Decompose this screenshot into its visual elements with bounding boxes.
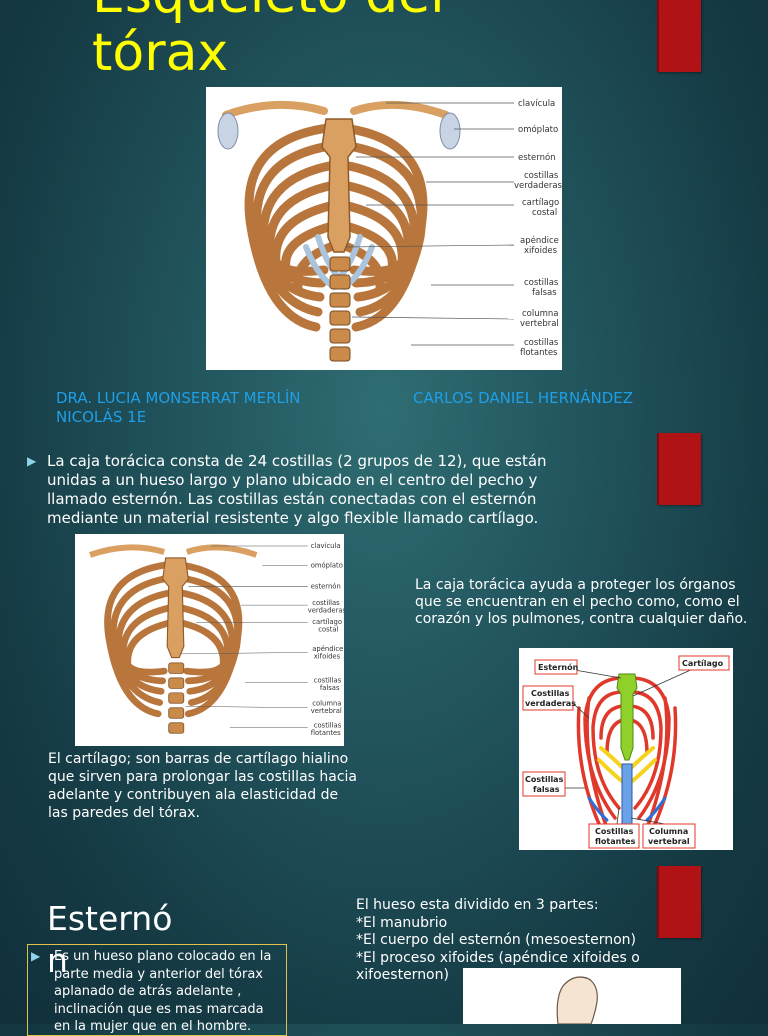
ribcage-description: La caja torácica consta de 24 costillas … (47, 452, 547, 527)
colored-ribcage-svg: Esternón Cartílago Costillas verdaderas … (522, 655, 730, 849)
label-verdaderas-colored-2: verdaderas (525, 699, 576, 708)
sternum-part-3: *El proceso xifoides (apéndice xifoides … (356, 949, 640, 984)
rib-cage-figure-main: clavícula omóplato esternón costillas ve… (206, 87, 562, 370)
svg-text:flotantes: flotantes (311, 729, 341, 737)
author-1-line2: NICOLÁS 1E (56, 408, 147, 426)
sternum-heading-line1: Esternó (47, 899, 173, 938)
colored-ribcage-diagram: Esternón Cartílago Costillas verdaderas … (519, 648, 733, 850)
label-costillas-flot-1: costillas (524, 338, 559, 348)
sternum-heading: Esternó n (47, 898, 172, 982)
label-apendice: apéndice (520, 235, 559, 246)
svg-text:costal: costal (318, 625, 338, 633)
accent-bar-3 (657, 866, 701, 938)
label-flotantes-colored-1: Costillas (595, 827, 634, 836)
svg-text:apéndice: apéndice (312, 645, 343, 653)
sternum-heading-line2: n (47, 941, 68, 980)
svg-text:costillas: costillas (314, 721, 342, 729)
accent-bar-1 (657, 0, 701, 72)
sternum-part-1: *El manubrio (356, 914, 448, 931)
label-costillas-falsas-2: falsas (532, 288, 557, 298)
label-verdaderas-colored-1: Costillas (531, 689, 570, 698)
label-costillas: costillas (524, 171, 559, 181)
label-clavicula: clavícula (518, 99, 555, 109)
label-cartilago-colored: Cartílago (682, 659, 724, 668)
label-columna-colored-2: vertebral (648, 837, 690, 846)
label-columna: columna (522, 309, 559, 319)
sternum-parts-intro: El hueso esta dividido en 3 partes: (356, 897, 599, 913)
label-esternon: esternón (518, 152, 556, 163)
svg-text:xifoides: xifoides (314, 652, 341, 660)
ribcage-protection-text: La caja torácica ayuda a proteger los ór… (415, 577, 748, 627)
label-omoplato: omóplato (518, 124, 558, 135)
slide-title: Esqueleto del tórax (92, 0, 445, 82)
label-vertebral: vertebral (520, 319, 559, 329)
label-verdaderas: verdaderas (514, 181, 562, 191)
author-1: DRA. LUCIA MONSERRAT MERLÍN NICOLÁS 1E (56, 389, 386, 427)
svg-text:clavícula: clavícula (311, 542, 341, 550)
svg-text:falsas: falsas (320, 684, 340, 692)
rib-cage-figure-small: clavícula omóplato esternón costillas verd… (75, 534, 344, 746)
label-flotantes-colored-2: flotantes (595, 837, 636, 846)
accent-bar-2 (657, 433, 701, 505)
sternum-definition-box: ▶ Es un hueso plano colocado en la parte… (27, 944, 287, 1036)
sternum-parts: El hueso esta dividido en 3 partes: *El … (356, 897, 666, 985)
svg-text:columna: columna (312, 700, 341, 708)
svg-text:verdaderas: verdaderas (308, 607, 344, 615)
bullet-arrow-1: ▶ (27, 454, 37, 468)
cartilage-description: El cartílago; son barras de cartílago hi… (48, 751, 358, 821)
label-esternon-colored: Esternón (538, 662, 579, 672)
human-silhouette-svg (556, 976, 598, 1024)
slide-title-line1: Esqueleto del (92, 0, 445, 24)
bullet-arrow-2: ▶ (31, 949, 41, 963)
label-flotantes: flotantes (520, 348, 558, 358)
label-columna-colored-1: Columna (649, 827, 688, 836)
svg-text:vertebral: vertebral (311, 707, 342, 715)
sternum-definition-text: Es un hueso plano colocado en la parte m… (54, 949, 272, 1034)
svg-text:cartílago: cartílago (312, 618, 342, 626)
svg-text:costillas: costillas (314, 676, 342, 684)
label-falsas-colored-2: falsas (533, 785, 560, 794)
label-cartilago: cartílago (522, 198, 559, 208)
author-1-line1: DRA. LUCIA MONSERRAT MERLÍN (56, 389, 301, 407)
label-falsas-colored-1: Costillas (525, 775, 564, 784)
rib-cage-illustration: clavícula omóplato esternón costillas ve… (217, 99, 562, 362)
human-figure-image (463, 968, 681, 1024)
svg-text:costillas: costillas (312, 599, 340, 607)
sternum-part-2: *El cuerpo del esternón (mesoesternon) (356, 932, 637, 948)
label-xifoides: xifoides (524, 246, 558, 256)
svg-text:omóplato: omóplato (311, 562, 343, 570)
label-costal: costal (532, 208, 557, 218)
rib-cage-illustration-small: clavícula omóplato esternón costillas verd… (89, 542, 344, 737)
svg-text:esternón: esternón (311, 583, 341, 591)
label-costillas-falsas-1: costillas (524, 278, 559, 288)
author-2: CARLOS DANIEL HERNÁNDEZ (413, 389, 634, 407)
slide-title-line2: tórax (92, 23, 229, 83)
